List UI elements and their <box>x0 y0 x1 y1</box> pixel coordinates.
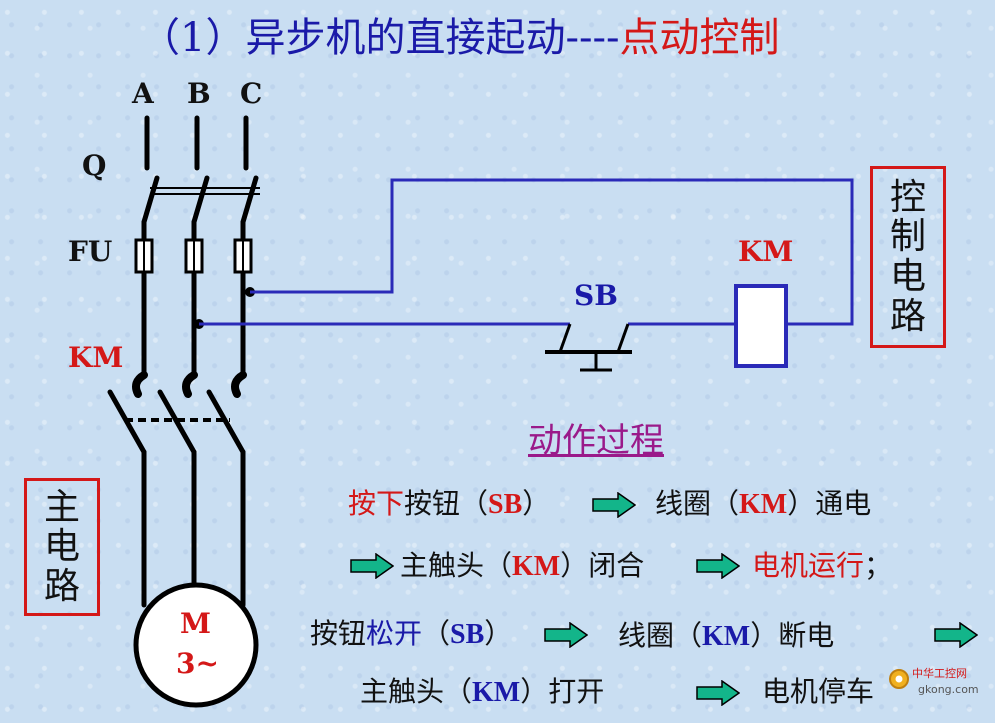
arrow-right-icon <box>934 622 978 648</box>
arrow-right-icon <box>350 553 394 579</box>
page-title: （1）异步机的直接起动----点动控制 <box>140 18 780 58</box>
arrow-right-icon <box>544 622 588 648</box>
process-line-4a: 主触头（KM）打开 <box>360 675 605 708</box>
control-circuit-box: 控 制 电 路 <box>870 166 946 348</box>
control-wire-top <box>250 178 854 326</box>
km-coil-label: KM <box>738 235 794 268</box>
km-coil <box>734 284 788 368</box>
process-line-2a: 主触头（KM）闭合 <box>400 549 645 582</box>
motor-label-3phase: 3~ <box>176 647 219 680</box>
process-line-3a: 按钮松开（SB） <box>310 617 513 650</box>
title-prefix: （1）异步机的直接起动---- <box>140 15 620 61</box>
main-circuit-box: 主 电 路 <box>24 478 100 616</box>
arrow-right-icon <box>592 492 636 518</box>
phase-b-label: B <box>187 77 211 110</box>
km-hook-b <box>182 371 198 398</box>
process-line-2b: 电机运行； <box>752 549 893 582</box>
fuse-label: FU <box>68 235 113 268</box>
switch-q-blade-b <box>191 175 210 225</box>
switch-q-blade-a <box>141 175 160 225</box>
km-hook-a <box>132 371 148 398</box>
gear-logo-icon <box>889 669 909 689</box>
sb-label: SB <box>574 279 618 312</box>
watermark-cn: 中华工控网 <box>912 667 967 680</box>
process-line-4b: 电机停车 <box>762 675 875 708</box>
process-line-3b: 线圈（KM）断电 <box>618 619 835 652</box>
sb-button-symbol <box>545 323 632 372</box>
phase-c-label: C <box>240 77 263 110</box>
km-contact-blade-c <box>206 389 246 455</box>
watermark-url: gkong.com <box>918 683 979 696</box>
arrow-right-icon <box>696 553 740 579</box>
switch-q-label: Q <box>82 149 107 182</box>
motor-label-m: M <box>180 607 211 640</box>
km-hook-c <box>231 371 247 398</box>
phase-a-label: A <box>132 77 154 110</box>
km-main-label: KM <box>68 341 124 374</box>
title-highlight: 点动控制 <box>619 15 780 61</box>
process-line-1b: 线圈（KM）通电 <box>655 487 872 520</box>
switch-q-blade-c <box>240 175 259 225</box>
arrow-right-icon <box>696 680 740 706</box>
process-heading: 动作过程 <box>528 421 664 461</box>
motor-circle <box>133 582 259 708</box>
process-line-1a: 按下按钮（SB） <box>348 487 551 520</box>
